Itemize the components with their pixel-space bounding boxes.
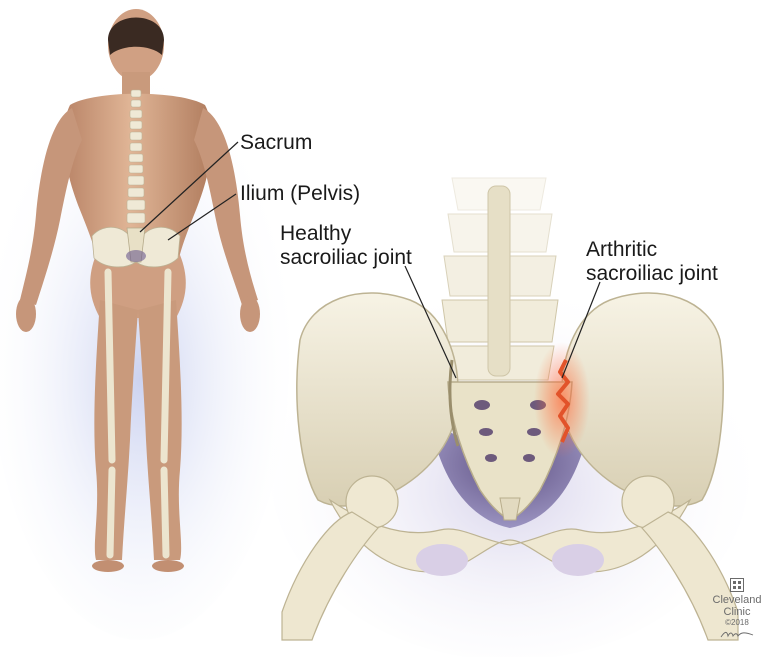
artist-signature xyxy=(719,629,755,639)
logo-line1: Cleveland xyxy=(704,594,770,606)
logo-line2: Clinic xyxy=(704,606,770,618)
healthy-joint-label-line1: Healthy xyxy=(280,222,412,246)
coccyx xyxy=(500,498,520,520)
right-hand xyxy=(240,296,260,332)
arthritic-joint-label: Arthritic sacroiliac joint xyxy=(586,238,718,286)
lumbar-vertebrae xyxy=(442,178,558,380)
human-figure-back-view xyxy=(0,9,290,640)
ilium-label: Ilium (Pelvis) xyxy=(240,182,360,206)
arthritic-joint-label-line1: Arthritic xyxy=(586,238,718,262)
sacrum-label: Sacrum xyxy=(240,131,312,155)
healthy-joint-label-line2: sacroiliac joint xyxy=(280,246,412,270)
right-obturator xyxy=(552,544,604,576)
right-foot xyxy=(152,560,184,572)
cleveland-clinic-logo: Cleveland Clinic ©2018 xyxy=(704,578,770,639)
left-foot xyxy=(92,560,124,572)
small-pelvis xyxy=(92,227,180,267)
healthy-joint-label: Healthy sacroiliac joint xyxy=(280,222,412,270)
logo-year: ©2018 xyxy=(704,618,770,628)
clinic-logo-icon xyxy=(730,578,744,592)
left-obturator xyxy=(416,544,468,576)
left-hand xyxy=(16,296,36,332)
arthritic-joint-label-line2: sacroiliac joint xyxy=(586,262,718,286)
